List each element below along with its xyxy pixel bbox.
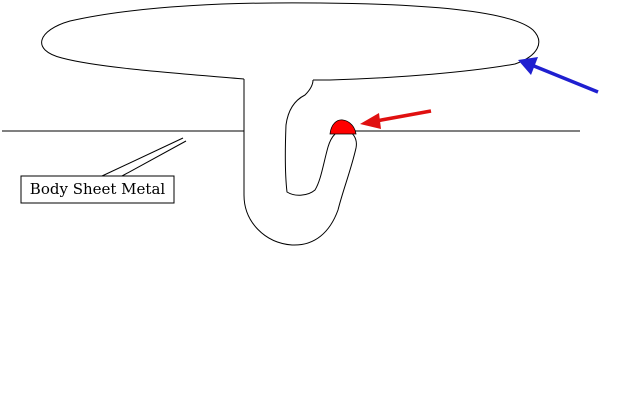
red-arrow-shaft bbox=[375, 109, 432, 123]
callout-leader-line-a bbox=[101, 137, 184, 177]
red-arrow bbox=[360, 109, 432, 129]
red-arrow-head-icon bbox=[360, 113, 381, 129]
shank-outline bbox=[243, 79, 357, 246]
weld-spot-marker bbox=[329, 119, 357, 135]
oval-head-outline bbox=[41, 2, 540, 81]
blue-arrow bbox=[518, 57, 599, 94]
callout-leader-line-b bbox=[121, 140, 187, 177]
callout-label: Body Sheet Metal bbox=[30, 180, 166, 198]
blue-arrow-shaft bbox=[533, 64, 599, 94]
body-sheet-metal-callout: Body Sheet Metal bbox=[20, 175, 175, 204]
blue-arrow-head-icon bbox=[518, 57, 538, 75]
callout-box bbox=[20, 175, 175, 204]
